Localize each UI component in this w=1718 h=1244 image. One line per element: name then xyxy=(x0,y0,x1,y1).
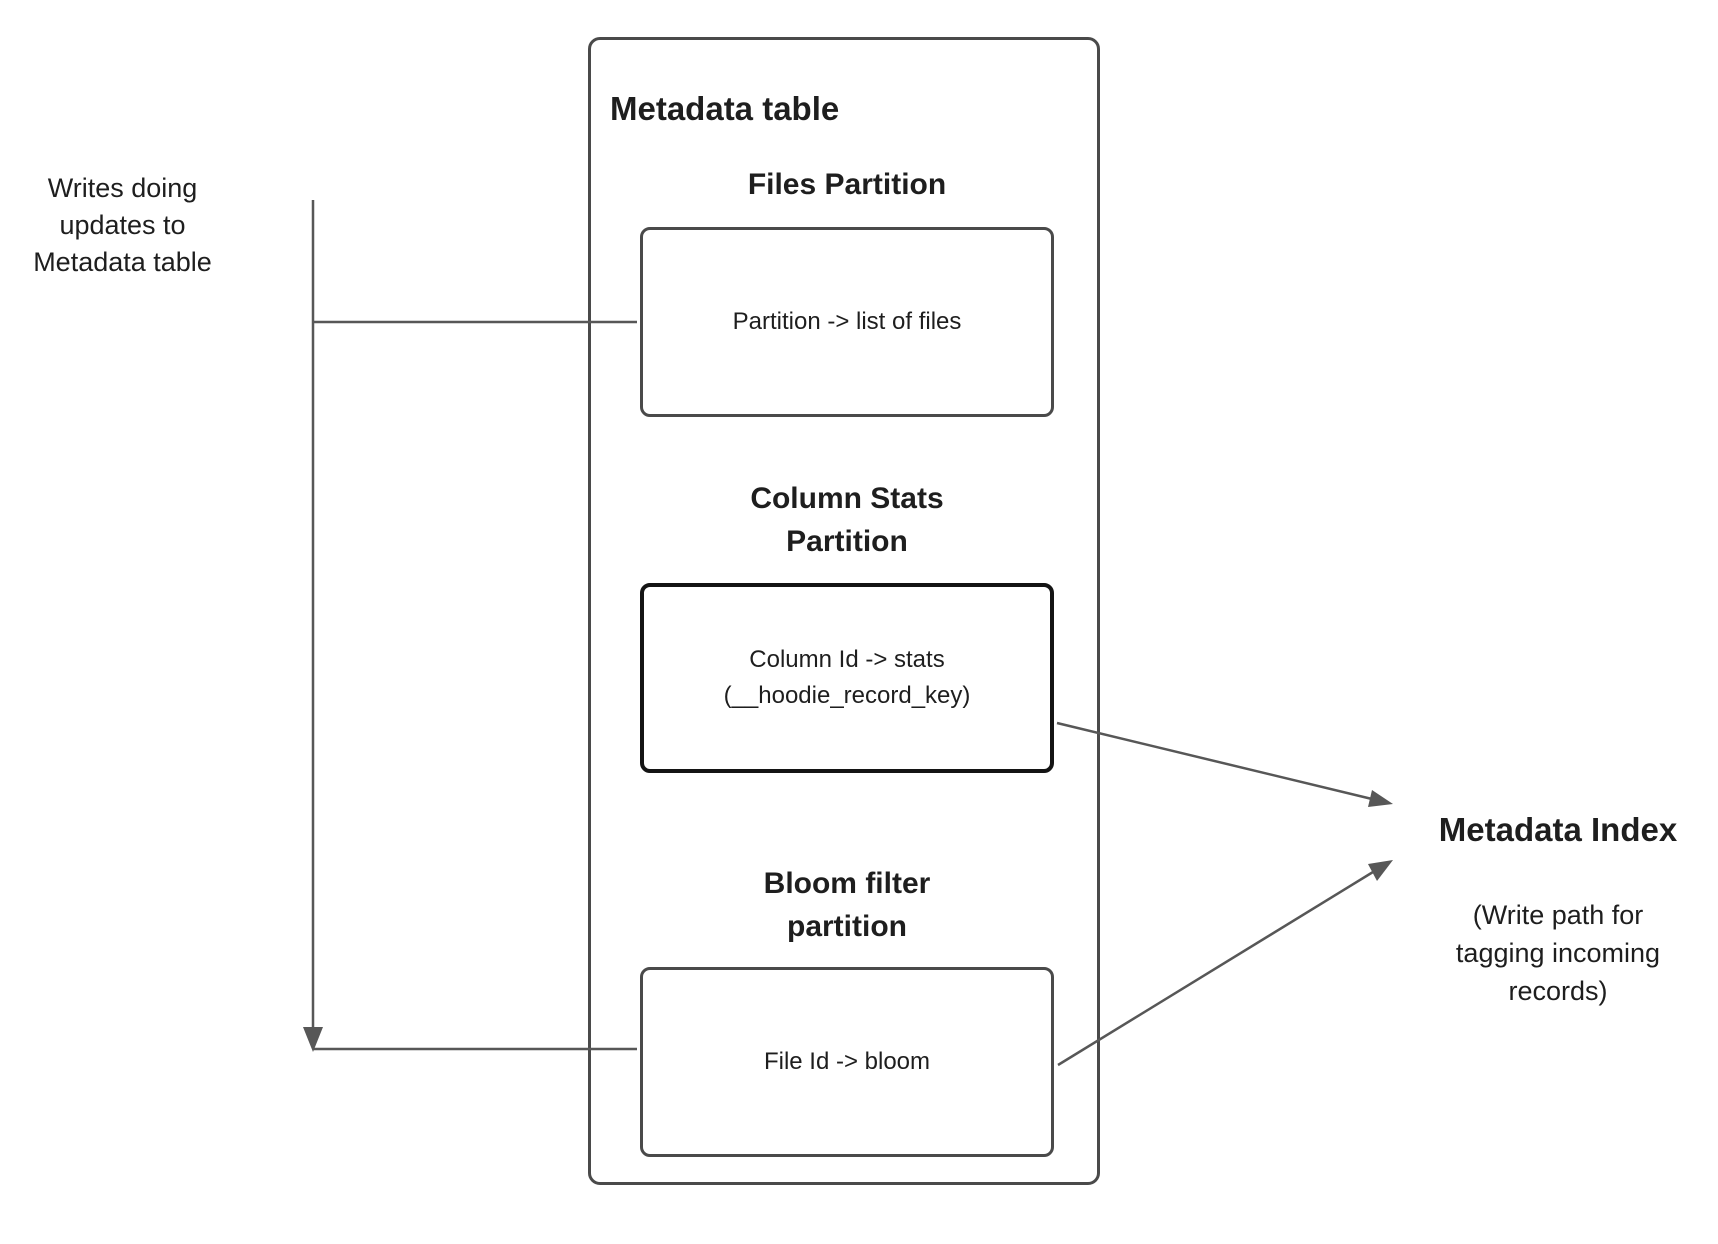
metadata-index-subtitle: (Write path for tagging incoming records… xyxy=(1455,900,1661,1006)
bloom-filter-partition-heading: Bloom filter partition xyxy=(763,867,931,943)
bloom-to-index-arrowhead-icon xyxy=(1368,860,1393,881)
files-partition-box-text: Partition -> list of files xyxy=(732,308,962,335)
metadata-table-title: Metadata table xyxy=(610,90,840,127)
writes-note-label: Writes doing updates to Metadata table xyxy=(33,173,212,277)
column-stats-to-index-arrowhead-icon xyxy=(1368,790,1393,807)
metadata-index-title: Metadata Index xyxy=(1438,811,1678,848)
metadata-table-container xyxy=(588,37,1100,1185)
column-stats-partition-box: Column Id -> stats (__hoodie_record_key) xyxy=(640,583,1054,773)
bloom-filter-partition-box-text: File Id -> bloom xyxy=(763,1048,931,1075)
writes-flow-down-arrowhead-icon xyxy=(303,1027,323,1052)
bloom-to-index-line xyxy=(1057,870,1374,1067)
column-stats-to-index-line xyxy=(1056,721,1373,801)
column-stats-partition-heading: Column Stats Partition xyxy=(750,482,944,558)
files-partition-heading: Files Partition xyxy=(747,168,947,201)
files-partition-box: Partition -> list of files xyxy=(640,227,1054,417)
column-stats-partition-box-text: Column Id -> stats (__hoodie_record_key) xyxy=(723,646,971,709)
bloom-filter-partition-box: File Id -> bloom xyxy=(640,967,1054,1157)
